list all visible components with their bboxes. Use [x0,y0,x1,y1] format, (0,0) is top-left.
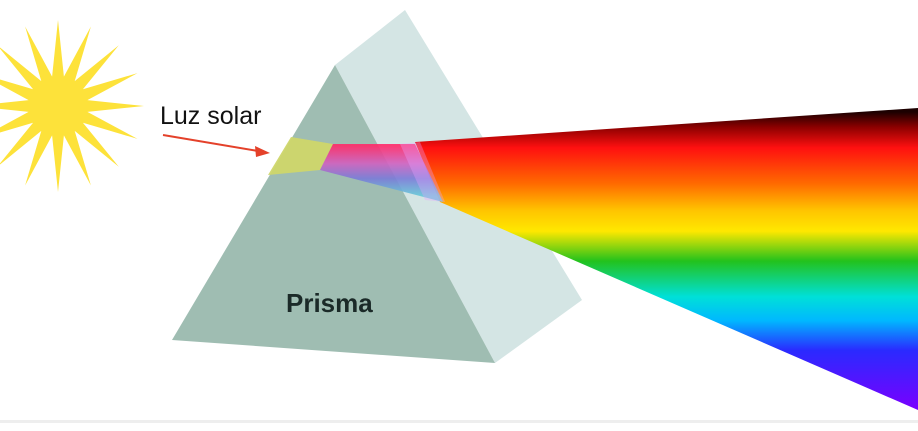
arrow-icon [162,134,270,157]
prism-label: Prisma [286,288,373,318]
spectrum-beam [415,108,918,410]
bottom-divider [0,420,918,423]
incident-beam [268,137,333,175]
sun-icon [0,20,144,192]
prism-front-face [172,65,495,363]
dispersed-beam-inside [320,144,443,202]
sunlight-label: Luz solar [160,102,262,130]
exit-glow [400,142,445,202]
